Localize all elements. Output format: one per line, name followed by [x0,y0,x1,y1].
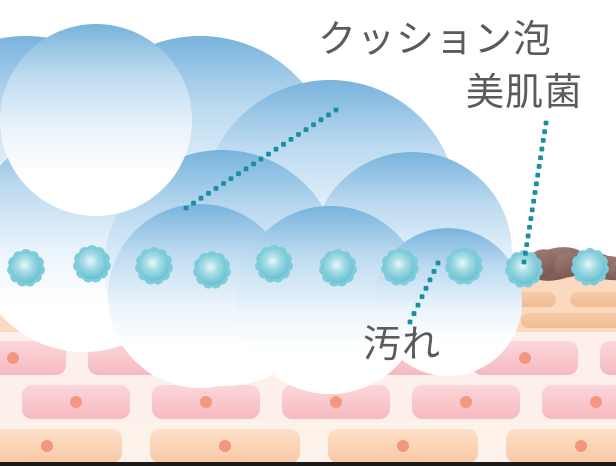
microbe-icon [255,245,293,283]
skin-cell [412,385,520,419]
skin-cell [600,341,616,375]
microbe-icon [571,248,609,286]
skin-cell [152,385,260,419]
microbe-icon [381,248,419,286]
microbe-icon [73,245,111,283]
skin-cell [22,385,130,419]
microbe-icon [319,249,357,287]
microbe-icon [135,247,173,285]
microbe-icon [505,250,543,288]
label-skin-flora: 美肌菌 [466,70,584,114]
label-cushion-foam: クッション泡 [318,17,553,61]
leader-line-flora [521,120,549,265]
skin-cell [282,385,390,419]
corneum-brick [570,292,616,307]
microbe-group [7,245,609,289]
baseline-rule [0,462,616,466]
leader-line-group [183,107,549,325]
skin-cell [0,429,122,463]
leader-line-dirt [407,260,441,325]
microbe-icon [193,251,231,289]
leader-line-foam [183,107,339,211]
microbe-icon [445,247,483,285]
skin-cell [150,429,300,463]
skin-cell [506,429,616,463]
skin-cell [542,385,616,419]
label-dirt: 汚れ [363,322,442,366]
microbe-icon [7,249,45,287]
corneum-brick [521,313,616,328]
skin-cell [0,341,66,375]
skin-cell [328,429,478,463]
foam-bubble [0,24,192,216]
